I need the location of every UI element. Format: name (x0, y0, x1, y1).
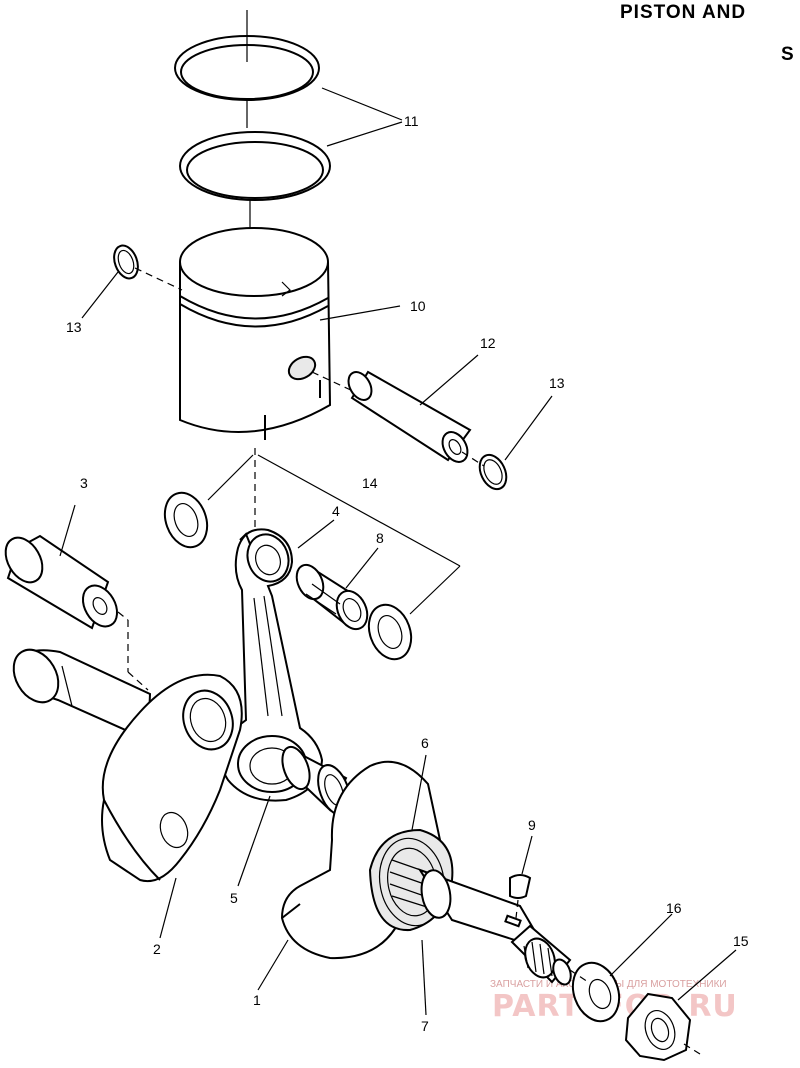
leader-lines (59, 87, 737, 1016)
callout-6: 6 (421, 735, 429, 751)
diagram-subtitle: S (781, 44, 795, 65)
callout-4: 4 (332, 503, 340, 519)
small-end-bearing (295, 563, 369, 631)
callout-5: 5 (230, 890, 238, 906)
washer (571, 961, 621, 1023)
piston-ring-upper (174, 35, 320, 101)
piston (179, 227, 332, 440)
pin-axis (311, 371, 356, 393)
callout-2: 2 (153, 941, 161, 957)
callout-13-left: 13 (66, 319, 82, 335)
callout-11: 11 (404, 113, 419, 129)
callout-10: 10 (410, 298, 426, 314)
callout-14: 14 (362, 475, 378, 491)
thrust-washer-right (367, 603, 413, 661)
nut (624, 992, 692, 1062)
circlip-left (113, 244, 139, 280)
crank-pin (4, 534, 119, 630)
crank-half-left (12, 648, 243, 882)
callout-3: 3 (80, 475, 88, 491)
callout-7: 7 (421, 1018, 429, 1034)
callout-8: 8 (376, 530, 384, 546)
crank-half-right (280, 760, 572, 986)
callout-15: 15 (733, 933, 749, 949)
callout-12: 12 (480, 335, 496, 351)
piston-pin (347, 370, 472, 463)
thrust-washer-left (163, 491, 209, 549)
callout-13-right: 13 (549, 375, 565, 391)
piston-ring-lower (179, 131, 331, 201)
diagram-title: PISTON AND (620, 2, 746, 23)
callout-9: 9 (528, 817, 536, 833)
circlip-right (478, 453, 508, 491)
circlip-axis-left (134, 267, 183, 291)
callout-1: 1 (253, 992, 261, 1008)
woodruff-key (509, 874, 532, 899)
callout-16: 16 (666, 900, 682, 916)
